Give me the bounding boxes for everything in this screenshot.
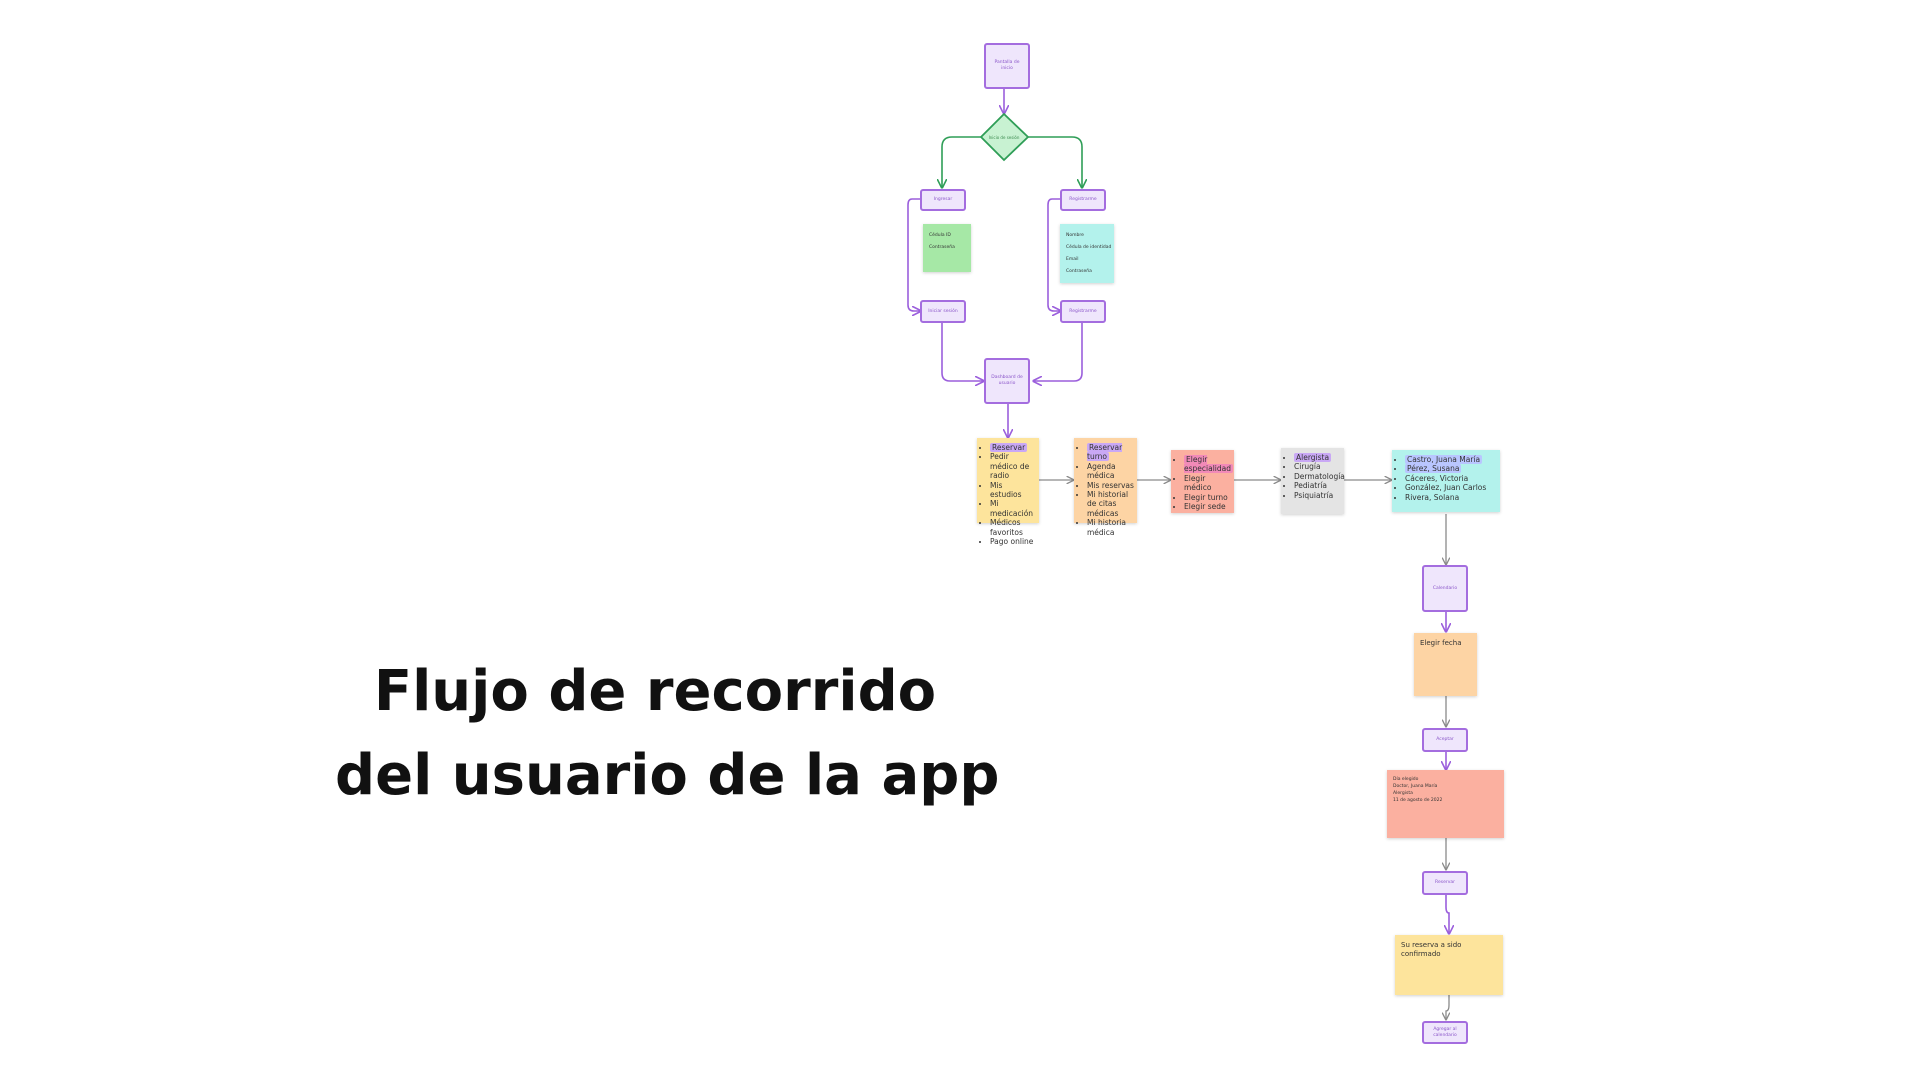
note-item: Médicos favoritos <box>990 518 1036 537</box>
note-item: Rivera, Solana <box>1405 493 1497 502</box>
node-iniciar-sesion[interactable]: Iniciar sesión <box>920 300 966 323</box>
note-item: Alergista <box>1294 453 1332 462</box>
note-item: Castro, Juana María <box>1405 455 1483 464</box>
note-item: Reservar turno <box>1087 443 1123 462</box>
note-item: Doctor, Juana María <box>1393 784 1438 789</box>
note-item: Mis estudios <box>990 481 1036 500</box>
note-item: González, Juan Carlos <box>1405 483 1497 492</box>
node-calendario[interactable]: Calendario <box>1422 565 1468 612</box>
note-item: Contraseña <box>1066 269 1092 274</box>
note-text: Elegir fecha <box>1420 639 1462 647</box>
note-item: Elegir médico <box>1184 474 1231 493</box>
node-aceptar[interactable]: Aceptar <box>1422 728 1468 752</box>
note-register-fields: Nombre Cédula de identidad Email Contras… <box>1060 224 1114 283</box>
note-item: Alergista <box>1393 791 1413 796</box>
arrow-connector <box>1027 136 1082 187</box>
arrow-connector <box>941 323 983 381</box>
note-item: Mi historial de citas médicas <box>1087 490 1134 518</box>
page-title: Flujo de recorrido del usuario de la app <box>335 650 1000 818</box>
node-ingresar[interactable]: Ingresar <box>920 189 966 211</box>
arrow-connector <box>1034 323 1083 381</box>
note-menu: Reservar Pedir médico de radio Mis estud… <box>977 438 1039 546</box>
note-item: Reservar <box>990 443 1028 452</box>
note-item: Día elegido <box>1393 777 1419 782</box>
note-item: Mis reservas <box>1087 481 1134 490</box>
note-item: Cédula ID <box>929 233 951 238</box>
note-item: Cáceres, Victoria <box>1405 474 1497 483</box>
note-especialidades: Alergista Cirugía Dermatología Pediatría… <box>1281 448 1345 514</box>
note-item: Cédula de identidad <box>1066 245 1112 250</box>
arrow-connector <box>907 198 920 311</box>
note-item: 11 de agosto de 2022 <box>1393 798 1443 803</box>
node-dashboard[interactable]: Dashboard de usuario <box>984 358 1030 404</box>
node-registrarme-top[interactable]: Registrarme <box>1060 189 1106 211</box>
note-item: Email <box>1066 257 1079 262</box>
note-item: Psiquiatría <box>1294 491 1341 500</box>
node-registrarme-bottom[interactable]: Registrarme <box>1060 300 1106 323</box>
note-item: Elegir turno <box>1184 493 1231 502</box>
note-item: Mi medicación <box>990 499 1036 518</box>
note-item: Contraseña <box>929 245 955 250</box>
note-item: Pedir médico de radio <box>990 452 1036 480</box>
note-item: Nombre <box>1066 233 1084 238</box>
note-item: Pediatría <box>1294 481 1341 490</box>
node-reservar[interactable]: Reservar <box>1422 871 1468 895</box>
note-fecha: Elegir fecha <box>1414 633 1477 696</box>
note-confirmacion: Su reserva a sido confirmado <box>1395 935 1503 995</box>
note-text: Su reserva a sido confirmado <box>1401 941 1462 958</box>
title-line-2: del usuario de la app <box>335 743 1000 808</box>
note-item: Elegir sede <box>1184 502 1231 511</box>
note-especialidad: Elegir especialidad Elegir médico Elegir… <box>1171 450 1234 513</box>
decision-diamond <box>979 112 1030 162</box>
note-medicos: Castro, Juana María Pérez, Susana Cácere… <box>1392 450 1500 512</box>
decision-label: Inicio de sesión <box>988 134 1020 140</box>
note-login-fields: Cédula ID Contraseña <box>923 224 971 272</box>
arrow-connector <box>942 136 982 187</box>
node-agregar-calendario[interactable]: Agregar al calendario <box>1422 1021 1468 1044</box>
note-reservas: Reservar turno Agenda médica Mis reserva… <box>1074 438 1137 537</box>
note-item: Pago online <box>990 537 1036 546</box>
arrow-connector <box>1446 895 1449 933</box>
arrow-connector <box>1446 995 1449 1019</box>
note-item: Elegir especialidad <box>1184 455 1233 474</box>
title-line-1: Flujo de recorrido <box>373 659 937 724</box>
note-item: Dermatología <box>1294 472 1345 481</box>
note-item: Mi historia médica <box>1087 518 1134 537</box>
arrow-connector <box>1047 198 1060 311</box>
note-item: Pérez, Susana <box>1405 464 1462 474</box>
note-resumen: Día elegido Doctor, Juana María Alergist… <box>1387 770 1504 838</box>
note-item: Agenda médica <box>1087 462 1134 481</box>
node-pantalla-inicio[interactable]: Pantalla de inicio <box>984 43 1030 89</box>
note-item: Cirugía <box>1294 462 1341 471</box>
